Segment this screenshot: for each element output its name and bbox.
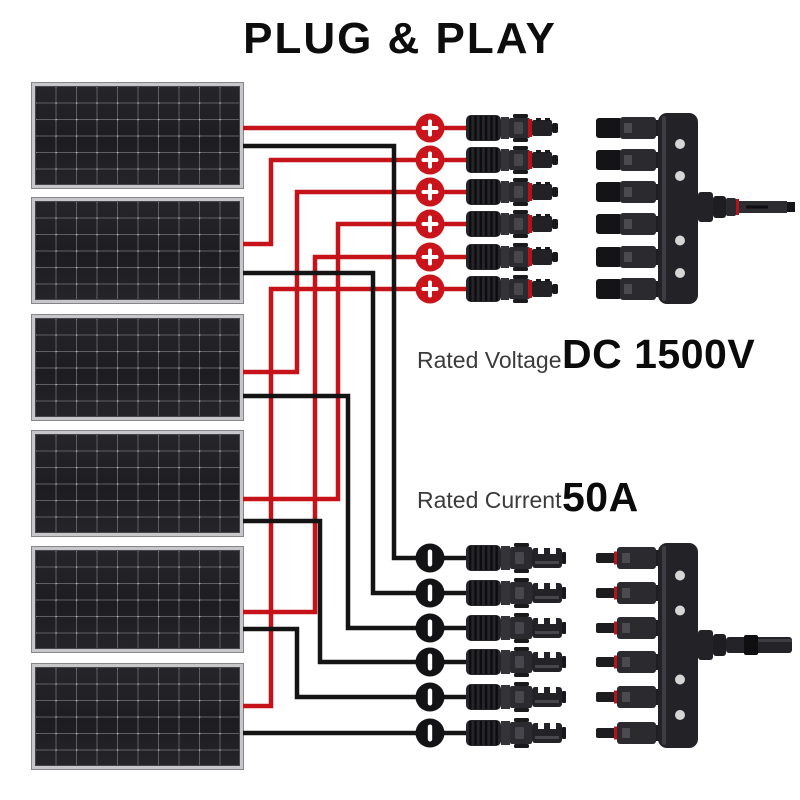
- positive-badge: [415, 113, 445, 143]
- negative-badge: [415, 718, 445, 748]
- solar-panel-3: [32, 315, 243, 420]
- mc4-connector-negative: [466, 543, 566, 573]
- mc4-connector-positive: [466, 210, 558, 238]
- minus-icon: [427, 619, 433, 637]
- negative-badge: [415, 647, 445, 677]
- positive-badge: [415, 177, 445, 207]
- mc4-connector-positive: [466, 275, 558, 303]
- solar-panel-6: [32, 664, 243, 769]
- wire-panel4-positive: [243, 221, 466, 502]
- mc4-connector-negative: [466, 682, 566, 712]
- wire-panel5-negative: [243, 626, 466, 700]
- rated-voltage-label: Rated Voltage: [417, 347, 562, 373]
- negative-badge: [415, 543, 445, 573]
- wire-panel6-positive: [243, 286, 466, 709]
- solar-panel-4: [32, 431, 243, 536]
- wire-panel5-positive: [243, 254, 466, 615]
- minus-icon: [427, 724, 433, 742]
- mc4-connector-negative: [466, 718, 566, 748]
- mc4-connector-positive: [466, 178, 558, 206]
- rated-current-value: 50A: [562, 474, 639, 520]
- positive-badge: [415, 145, 445, 175]
- solar-panel-2: [32, 198, 243, 303]
- mc4-connector-negative: [466, 647, 566, 677]
- minus-icon: [427, 653, 433, 671]
- mc4-connector-positive: [466, 114, 558, 142]
- positive-badge: [415, 274, 445, 304]
- minus-icon: [427, 688, 433, 706]
- branch-positive-branch-connector: [596, 113, 795, 304]
- positive-badge: [415, 209, 445, 239]
- negative-badge: [415, 682, 445, 712]
- page-title: PLUG & PLAY: [243, 14, 557, 63]
- positive-badge: [415, 242, 445, 272]
- wire-panel3-negative: [243, 393, 466, 631]
- wire-panel2-positive: [243, 157, 466, 247]
- mc4-connector-negative: [466, 578, 566, 608]
- solar-panel-5: [32, 547, 243, 652]
- wire-panel4-negative: [243, 518, 466, 665]
- negative-badge: [415, 578, 445, 608]
- solar-panel-1: [32, 83, 243, 188]
- branch-negative-branch-connector: [596, 543, 792, 748]
- rated-voltage-value: DC 1500V: [562, 331, 756, 377]
- mc4-connector-positive: [466, 146, 558, 174]
- negative-badge: [415, 613, 445, 643]
- rated-current-label: Rated Current: [417, 487, 562, 513]
- mc4-connector-negative: [466, 613, 566, 643]
- minus-icon: [427, 549, 433, 567]
- mc4-connector-positive: [466, 243, 558, 271]
- minus-icon: [427, 584, 433, 602]
